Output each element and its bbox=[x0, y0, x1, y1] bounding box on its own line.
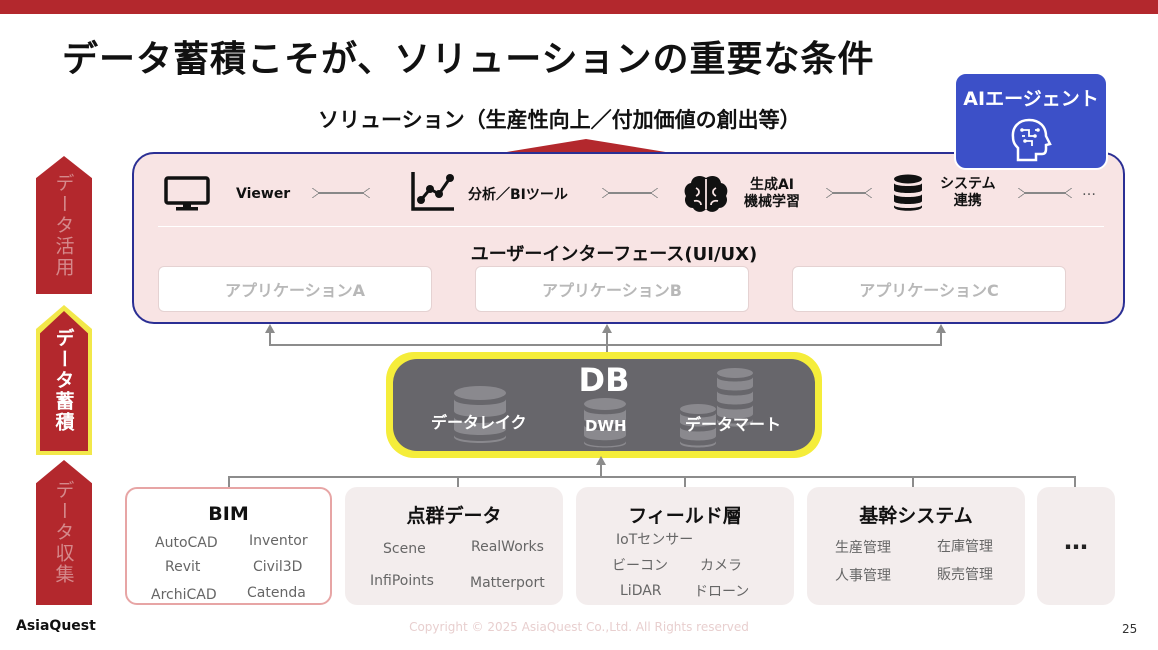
side-label-use: データ活用 bbox=[36, 156, 92, 294]
arrow-head bbox=[602, 324, 612, 333]
connector-line bbox=[228, 477, 230, 488]
divider bbox=[158, 226, 1104, 227]
source-item: Matterport bbox=[470, 575, 545, 591]
source-item: ビーコン bbox=[612, 558, 668, 574]
monitor-icon bbox=[164, 176, 210, 211]
ui-ux-label: ユーザーインターフェース(UI/UX) bbox=[470, 244, 758, 265]
application-c: アプリケーションC bbox=[792, 266, 1066, 312]
side-label-store: データ蓄積 bbox=[36, 305, 92, 455]
side-label-use-text: データ活用 bbox=[52, 172, 75, 278]
source-field-layer: フィールド層 IoTセンサー ビーコン カメラ LiDAR ドローン bbox=[576, 487, 794, 605]
arrow-shape bbox=[40, 311, 88, 451]
data-mart-label: データマート bbox=[685, 415, 782, 434]
arrow-shape bbox=[36, 156, 92, 294]
source-more: … bbox=[1037, 487, 1115, 605]
database-icon bbox=[894, 174, 922, 211]
brain-icon bbox=[684, 175, 728, 212]
arrow-head bbox=[596, 456, 606, 465]
source-item: InfiPoints bbox=[370, 573, 434, 589]
db-title: DB bbox=[578, 361, 630, 399]
page-number: 25 bbox=[1122, 622, 1138, 636]
top-accent-bar bbox=[0, 0, 1158, 14]
connector-line bbox=[457, 477, 459, 488]
tools-more: … bbox=[1082, 183, 1096, 199]
db-box: DB データレイク DWH データマート bbox=[393, 359, 815, 451]
arrow-shape bbox=[36, 460, 92, 605]
source-item: Catenda bbox=[247, 585, 306, 601]
tool-system-label-line1: システム bbox=[940, 176, 996, 192]
source-item: ドローン bbox=[694, 584, 750, 600]
copyright-text: Copyright © 2025 AsiaQuest Co.,Ltd. All … bbox=[409, 620, 749, 634]
company-logo: AsiaQuest bbox=[16, 618, 96, 634]
data-lake-label: データレイク bbox=[431, 413, 527, 432]
arrow-head bbox=[936, 324, 946, 333]
source-core-systems-title: 基幹システム bbox=[859, 505, 973, 527]
source-item: ArchiCAD bbox=[151, 587, 217, 603]
source-item: RealWorks bbox=[471, 539, 544, 555]
source-item: Civil3D bbox=[253, 559, 303, 575]
application-a: アプリケーションA bbox=[158, 266, 432, 312]
source-item: Revit bbox=[165, 559, 201, 575]
tool-viewer: Viewer bbox=[164, 176, 290, 212]
tool-system: システム 連携 bbox=[892, 174, 996, 212]
database-stack-icon bbox=[454, 386, 506, 443]
line-chart-icon bbox=[411, 172, 454, 211]
double-arrow bbox=[826, 188, 872, 198]
double-arrow bbox=[1018, 188, 1072, 198]
tool-genai-label: 生成AI 機械学習 bbox=[744, 177, 800, 211]
source-item: AutoCAD bbox=[155, 535, 218, 551]
source-point-cloud: 点群データ Scene RealWorks InfiPoints Matterp… bbox=[345, 487, 563, 605]
tool-system-label-line2: 連携 bbox=[953, 193, 982, 209]
tool-genai-label-line2: 機械学習 bbox=[744, 194, 800, 210]
connector-line bbox=[940, 330, 942, 345]
application-b: アプリケーションB bbox=[475, 266, 749, 312]
source-item: 販売管理 bbox=[937, 567, 993, 583]
page-title: データ蓄積こそが、ソリューションの重要な条件 bbox=[62, 39, 875, 80]
connector-line bbox=[1074, 477, 1076, 488]
source-item: Inventor bbox=[249, 533, 308, 549]
arrow-head bbox=[265, 324, 275, 333]
connector-line bbox=[606, 330, 608, 354]
source-item: IoTセンサー bbox=[616, 532, 694, 548]
ai-agent-box: AIエージェント bbox=[954, 72, 1108, 170]
source-item: 在庫管理 bbox=[937, 539, 993, 555]
connector-line bbox=[269, 344, 942, 346]
source-more-ellipsis: … bbox=[1064, 527, 1088, 555]
source-item: 生産管理 bbox=[835, 540, 891, 556]
tool-bi: 分析／BIツール bbox=[410, 170, 568, 212]
tool-system-label: システム 連携 bbox=[940, 176, 996, 210]
source-core-systems: 基幹システム 生産管理 在庫管理 人事管理 販売管理 bbox=[807, 487, 1025, 605]
source-item: カメラ bbox=[700, 558, 742, 574]
solution-heading: ソリューション（生産性向上／付加価値の創出等） bbox=[318, 108, 801, 132]
database-stack-icon bbox=[680, 404, 716, 448]
double-arrow bbox=[602, 188, 658, 198]
side-label-collect: データ収集 bbox=[36, 460, 92, 605]
connector-line bbox=[269, 330, 271, 345]
side-label-collect-text: データ収集 bbox=[52, 480, 75, 585]
tool-genai: 生成AI 機械学習 bbox=[682, 174, 800, 214]
connector-line bbox=[600, 462, 602, 477]
connector-line bbox=[684, 477, 686, 488]
double-arrow bbox=[312, 188, 370, 198]
source-bim-title: BIM bbox=[208, 503, 249, 525]
dwh-label: DWH bbox=[585, 417, 627, 435]
side-label-store-text: データ蓄積 bbox=[52, 327, 75, 433]
source-item: Scene bbox=[383, 541, 426, 557]
database-stack-icon bbox=[584, 398, 626, 448]
source-item: LiDAR bbox=[620, 583, 662, 599]
source-bim: BIM AutoCAD Inventor Revit Civil3D Archi… bbox=[125, 487, 332, 605]
ai-head-icon bbox=[1011, 118, 1052, 162]
ai-agent-label: AIエージェント bbox=[963, 88, 1099, 110]
source-point-cloud-title: 点群データ bbox=[406, 505, 502, 527]
tool-bi-label: 分析／BIツール bbox=[468, 187, 568, 203]
source-item: 人事管理 bbox=[835, 568, 891, 584]
tool-genai-label-line1: 生成AI bbox=[749, 177, 795, 193]
database-stack-icon bbox=[717, 368, 753, 427]
tool-viewer-label: Viewer bbox=[236, 186, 291, 202]
source-field-layer-title: フィールド層 bbox=[628, 505, 742, 527]
connector-line bbox=[228, 476, 1076, 478]
connector-line bbox=[912, 477, 914, 488]
